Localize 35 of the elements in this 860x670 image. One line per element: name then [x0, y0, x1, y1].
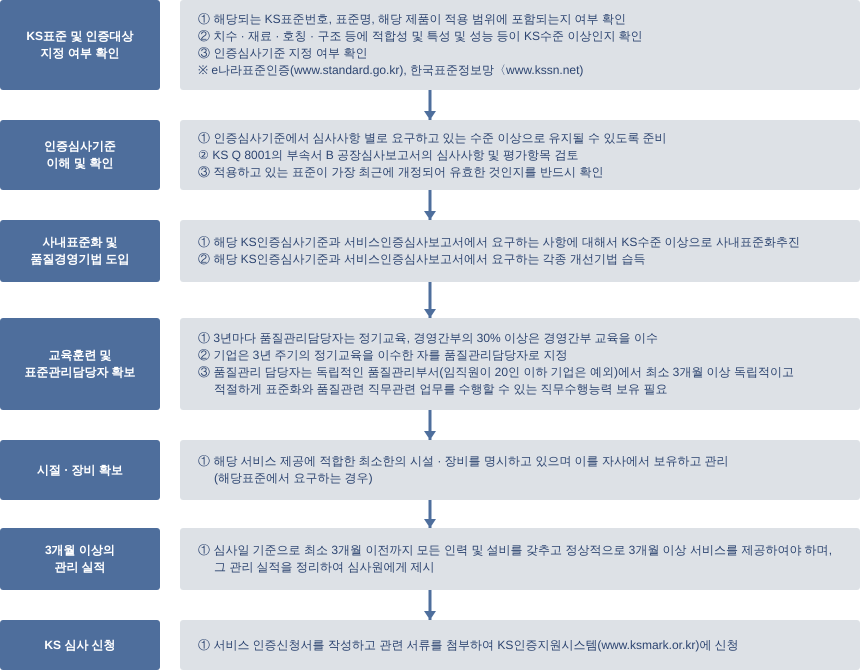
detail-panel — [180, 220, 860, 282]
arrow — [424, 190, 436, 220]
detail-item: ③ 인증심사기준 지정 여부 확인 — [198, 45, 368, 62]
arrow — [424, 282, 436, 318]
detail-item: ① 해당 서비스 제공에 적합한 최소한의 시설 · 장비를 명시하고 있으며 이를 자사에서 보유하고 관리 (해당표준에서 요구하는 경우) — [198, 453, 730, 487]
arrow — [424, 410, 436, 440]
step-box: 시절 · 장비 확보 — [0, 440, 160, 500]
detail-item: ① 심사일 기준으로 최소 3개월 이전까지 모든 인력 및 설비를 갖추고 정상적으로 3개월 이상 서비스를 제공하여야 하며, 그 관리 실적을 정리하여 심사원에게 제시 — [198, 542, 834, 576]
detail-item: ① 해당 KS인증심사기준과 서비스인증심사보고서에서 요구하는 사항에 대해서 KS수준 이상으로 사내표준화추진 — [198, 234, 800, 251]
step-box: 3개월 이상의 관리 실적 — [0, 528, 160, 590]
detail-panel — [180, 528, 860, 590]
step-box: KS표준 및 인증대상 지정 여부 확인 — [0, 0, 160, 90]
detail-item: ② 치수 · 재료 · 호칭 · 구조 등에 적합성 및 특성 및 성능 등이 KS수준 이상인지 확인 — [198, 28, 643, 45]
step-box: 교육훈련 및 표준관리담당자 확보 — [0, 318, 160, 410]
detail-item: ① 해당되는 KS표준번호, 표준명, 해당 제품이 적용 범위에 포함되는지 여부 확인 — [198, 11, 626, 28]
step-box: 사내표준화 및 품질경영기법 도입 — [0, 220, 160, 282]
detail-panel — [180, 620, 860, 670]
detail-item: ② KS Q 8001의 부속서 B 공장심사보고서의 심사사항 및 평가항목 검토 — [198, 146, 578, 164]
detail-panel — [180, 440, 860, 500]
detail-item: ① 인증심사기준에서 심사사항 별로 요구하고 있는 수준 이상으로 유지될 수 있도록 준비 — [198, 130, 667, 146]
detail-item: ② 해당 KS인증심사기준과 서비스인증심사보고서에서 요구하는 각종 개선기법 습득 — [198, 251, 646, 268]
arrow — [424, 500, 436, 528]
detail-item: ① 서비스 인증신청서를 작성하고 관련 서류를 첨부하여 KS인증지원시스템(www.ksmark.or.kr)에 신청 — [198, 636, 739, 654]
detail-panel — [180, 318, 860, 410]
detail-item: ※ e나라표준인증(www.standard.go.kr), 한국표준정보망〈www.kssn.net) — [198, 62, 584, 79]
detail-panel — [180, 120, 860, 190]
arrow — [424, 90, 436, 120]
detail-item: ① 3년마다 품질관리담당자는 정기교육, 경영간부의 30% 이상은 경영간부 교육을 이수 — [198, 330, 658, 347]
detail-item: ③ 품질관리 담당자는 독립적인 품질관리부서(임직원이 20인 이하 기업은 예외)에서 최소 3개월 이상 독립적이고 적절하게 표준화와 품질관련 직무관련 업무를 수행할 수 있는 직무수행능력 보유 필요 — [198, 364, 796, 398]
step-box: KS 심사 신청 — [0, 620, 160, 670]
detail-item: ② 기업은 3년 주기의 정기교육을 이수한 자를 품질관리담당자로 지정 — [198, 347, 568, 364]
arrow — [424, 590, 436, 620]
detail-panel — [180, 0, 860, 90]
detail-item: ③ 적용하고 있는 표준이 가장 최근에 개정되어 유효한 것인지를 반드시 확인 — [198, 164, 604, 180]
step-box: 인증심사기준 이해 및 확인 — [0, 120, 160, 190]
